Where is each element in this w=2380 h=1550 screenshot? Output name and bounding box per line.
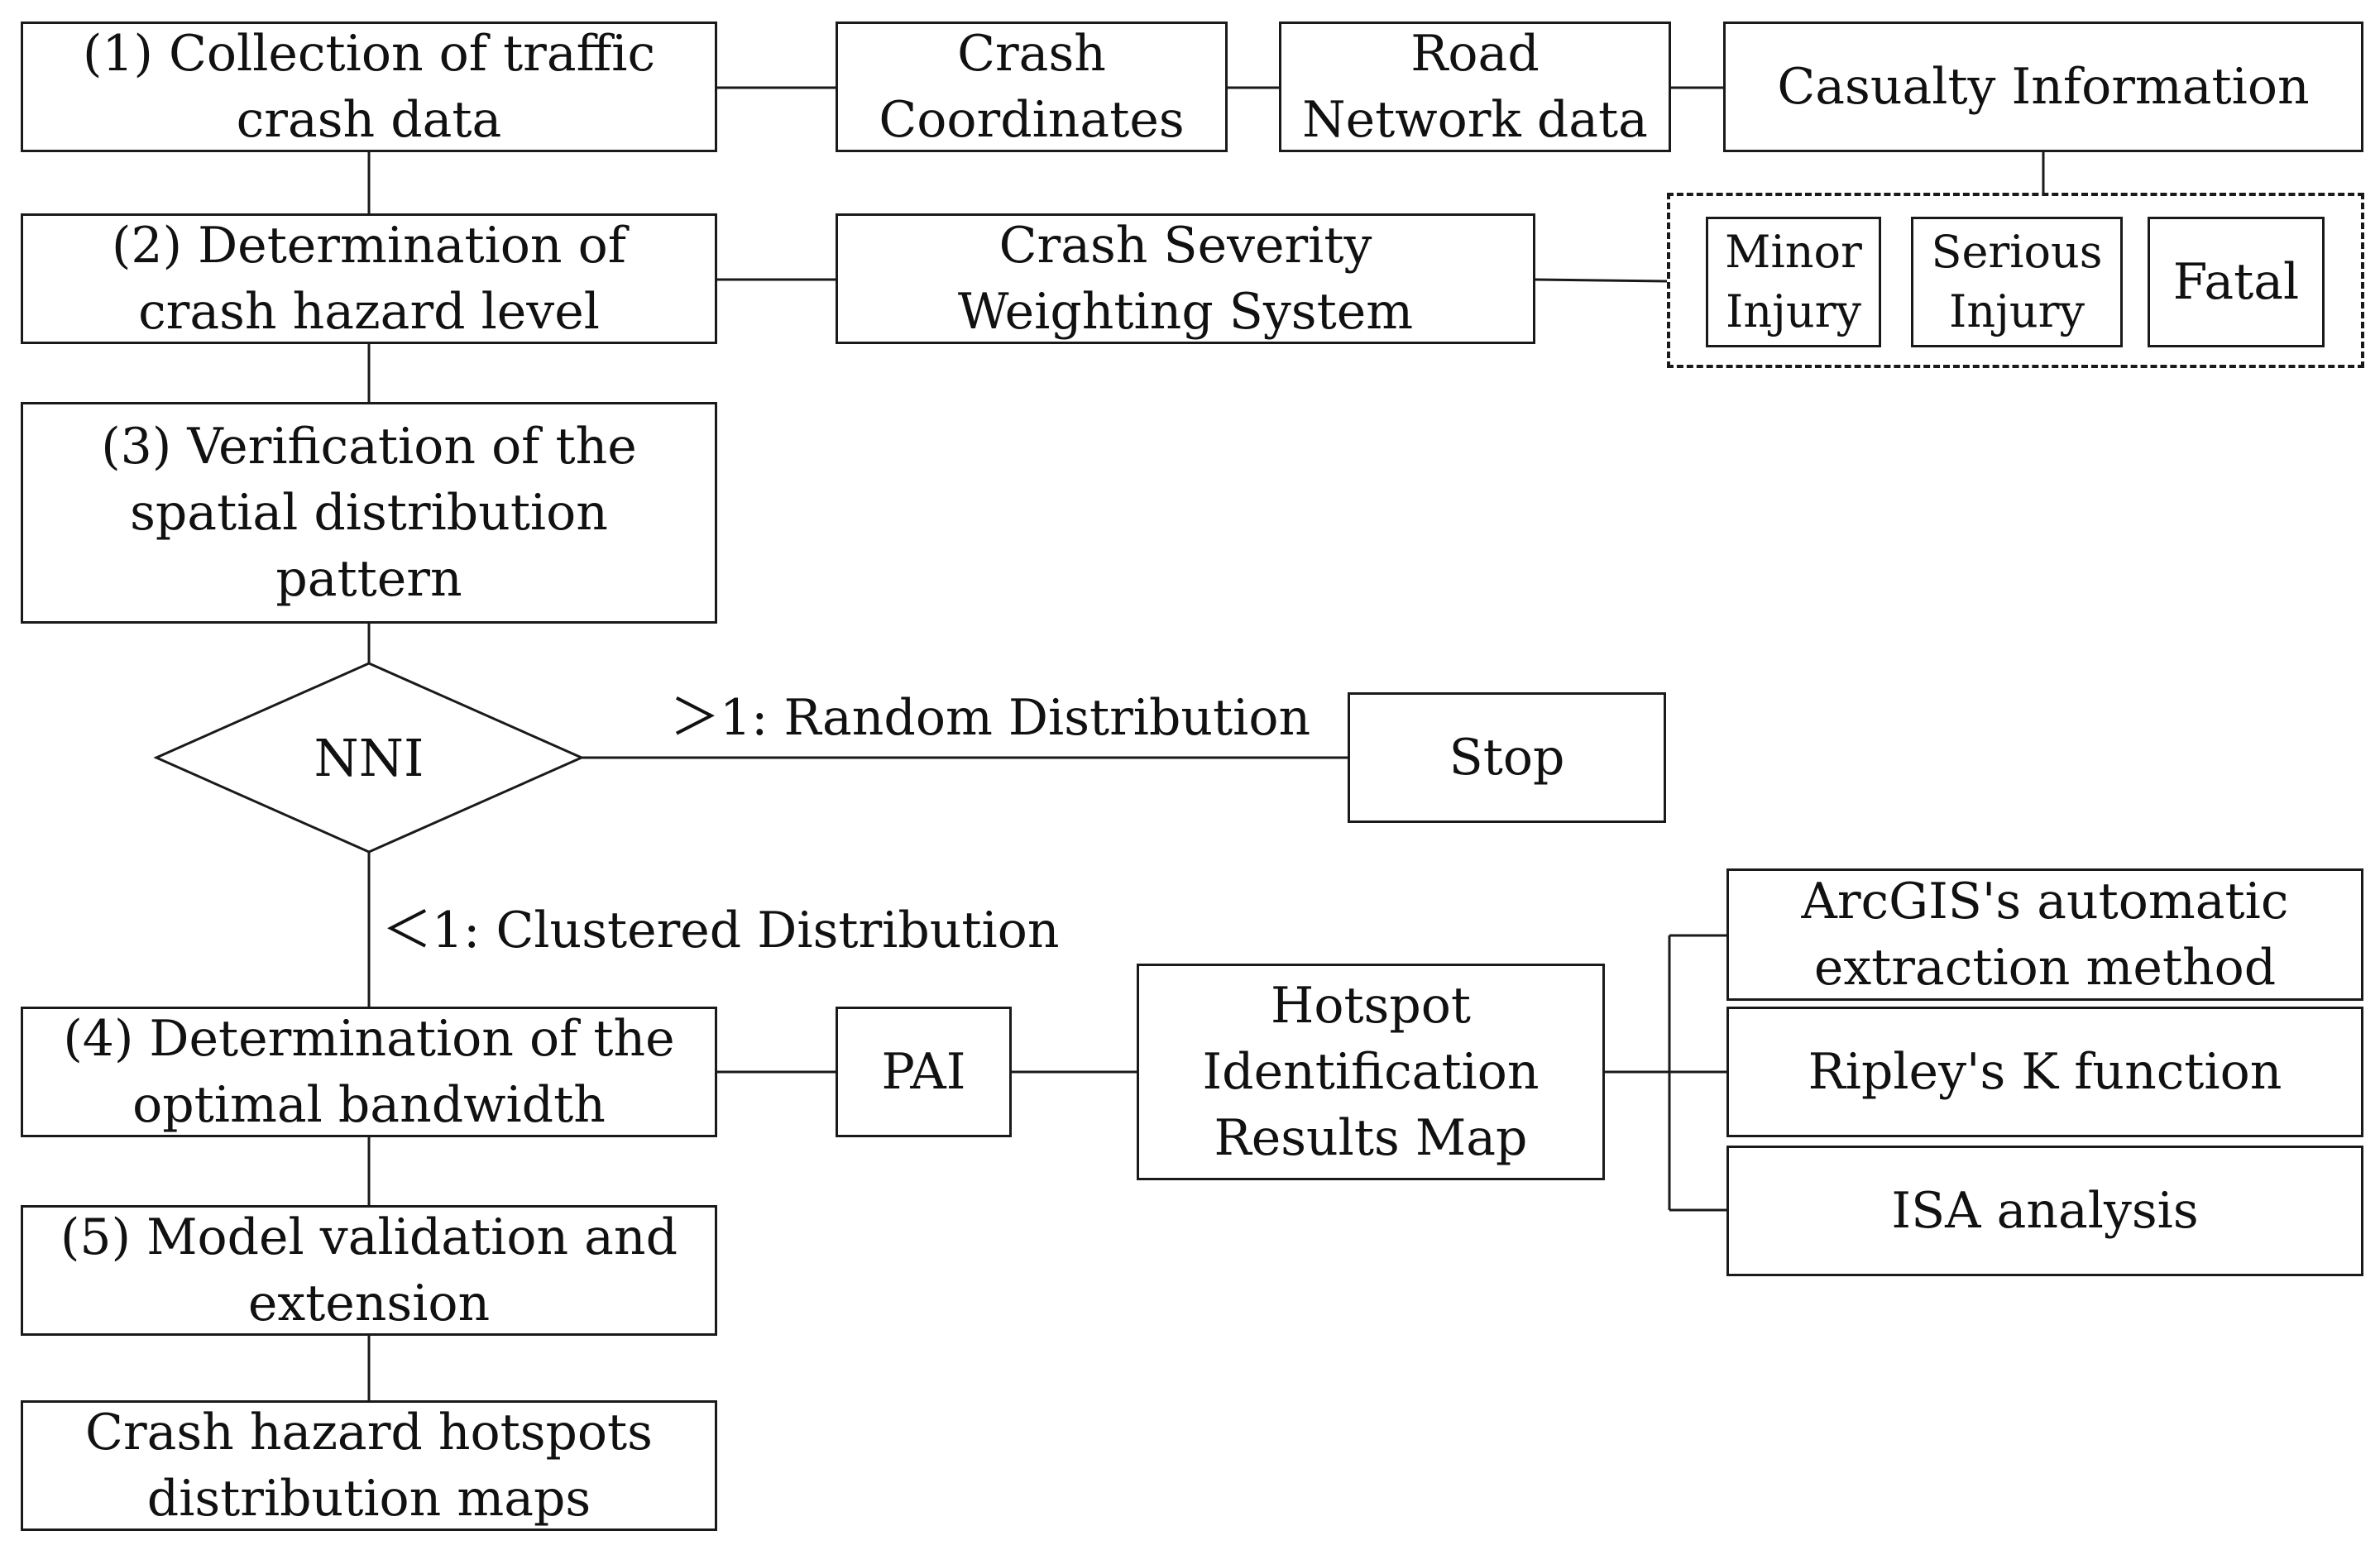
clustered-distribution-label: ＜1: Clustered Distribution xyxy=(382,902,1060,959)
casualty-information-label: Casualty Information xyxy=(1777,58,2310,116)
step-5-label: (5) Model validation and extension xyxy=(60,1208,678,1332)
ripley-k-box: Ripley's K function xyxy=(1726,1007,2363,1137)
injury-categories-group xyxy=(1667,193,2364,368)
crash-coordinates-box: Crash Coordinates xyxy=(836,22,1228,152)
isa-analysis-label: ISA analysis xyxy=(1891,1182,2199,1240)
step-3-label: (3) Verification of the spatial distribu… xyxy=(101,418,637,608)
arcgis-method-box: ArcGIS's automatic extraction method xyxy=(1726,868,2363,1001)
stop-label: Stop xyxy=(1449,729,1565,787)
stop-box: Stop xyxy=(1348,692,1666,823)
output-label: Crash hazard hotspots distribution maps xyxy=(85,1404,653,1528)
step-1-label: (1) Collection of traffic crash data xyxy=(82,25,656,149)
pai-label: PAI xyxy=(881,1043,966,1101)
hotspot-results-map-box: Hotspot Identification Results Map xyxy=(1137,964,1605,1180)
connector-weighting-group xyxy=(1535,278,1668,283)
road-network-box: Road Network data xyxy=(1279,22,1671,152)
arcgis-method-label: ArcGIS's automatic extraction method xyxy=(1801,873,2289,997)
minor-injury-box: Minor Injury xyxy=(1706,217,1881,347)
serious-injury-label: Serious Injury xyxy=(1931,226,2103,337)
random-distribution-label: ＞1: Random Distribution xyxy=(670,689,1311,747)
step-2-hazard-level-box: (2) Determination of crash hazard level xyxy=(21,213,717,344)
nni-label: NNI xyxy=(314,727,424,788)
crash-coordinates-label: Crash Coordinates xyxy=(879,25,1185,149)
step-1-collection-box: (1) Collection of traffic crash data xyxy=(21,22,717,152)
isa-analysis-box: ISA analysis xyxy=(1726,1146,2363,1276)
fatal-box: Fatal xyxy=(2148,217,2325,347)
output-hotspot-maps-box: Crash hazard hotspots distribution maps xyxy=(21,1400,717,1531)
hotspot-results-map-label: Hotspot Identification Results Map xyxy=(1202,977,1540,1167)
minor-injury-label: Minor Injury xyxy=(1725,226,1862,337)
pai-box: PAI xyxy=(836,1007,1012,1137)
fatal-label: Fatal xyxy=(2172,253,2300,311)
casualty-information-box: Casualty Information xyxy=(1723,22,2363,152)
severity-weighting-box: Crash Severity Weighting System xyxy=(836,213,1535,344)
step-4-bandwidth-box: (4) Determination of the optimal bandwid… xyxy=(21,1007,717,1137)
road-network-label: Road Network data xyxy=(1302,25,1648,149)
step-5-validation-box: (5) Model validation and extension xyxy=(21,1205,717,1336)
step-2-label: (2) Determination of crash hazard level xyxy=(112,217,626,341)
severity-weighting-label: Crash Severity Weighting System xyxy=(957,217,1414,341)
step-3-verification-box: (3) Verification of the spatial distribu… xyxy=(21,402,717,624)
ripley-k-label: Ripley's K function xyxy=(1808,1043,2282,1101)
nni-decision-diamond xyxy=(153,662,585,854)
serious-injury-box: Serious Injury xyxy=(1911,217,2123,347)
step-4-label: (4) Determination of the optimal bandwid… xyxy=(63,1010,675,1134)
